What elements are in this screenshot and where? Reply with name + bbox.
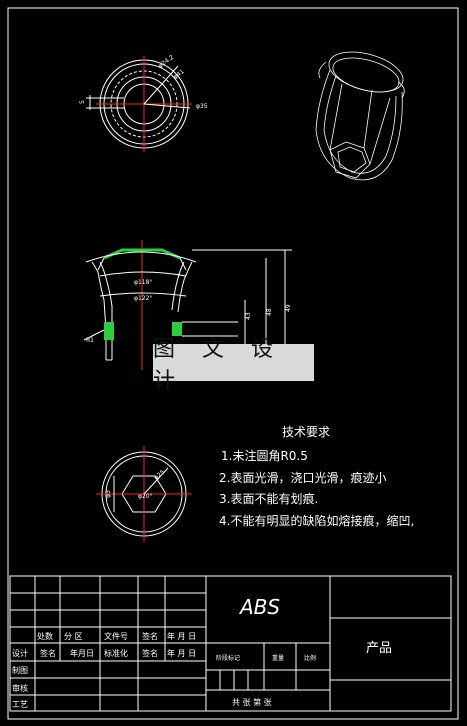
notes-heading: 技术要求: [282, 425, 330, 439]
row-label-drawing: 制图: [12, 665, 28, 675]
weight-label: 重量: [272, 654, 284, 662]
header-cell-1: 处数: [37, 631, 53, 641]
bottom-view: [96, 446, 192, 542]
notes-item-3: 3.表面不能有划痕.: [219, 491, 318, 506]
material-label: ABS: [238, 595, 280, 619]
dim-bottom-2: φ20°: [138, 493, 153, 500]
dim-top-1: φ24.2: [157, 54, 175, 70]
notes-item-1: 1.未注圆角R0.5: [221, 448, 308, 463]
dim-section-2: φ122°: [134, 295, 152, 302]
drawing-border: [7, 7, 459, 720]
dim-section-6: 49: [285, 304, 292, 312]
design-cell-6: 年 月 日: [167, 648, 196, 658]
header-cell-5: 年 月 日: [167, 631, 196, 641]
stage-label: 阶段标记: [216, 654, 240, 662]
design-cell-2: 签名: [40, 648, 56, 658]
header-cell-4: 签名: [142, 631, 158, 641]
top-view: [86, 56, 192, 152]
header-cell-2: 分 区: [64, 632, 83, 641]
design-cell-5: 签名: [142, 648, 158, 658]
dim-top-3: φ35: [196, 103, 208, 110]
sheets-label: 共 张 第 张: [232, 697, 272, 707]
scale-label: 比例: [304, 654, 316, 662]
notes-item-2: 2.表面光滑，浇口光滑，痕迹小: [219, 470, 386, 485]
dim-bottom-1: φ25: [153, 469, 167, 482]
isometric-view: [315, 51, 405, 181]
design-cell-1: 设计: [12, 648, 28, 658]
row-label-review: 审核: [12, 683, 28, 693]
section-view: [83, 240, 292, 370]
notes-item-4: 4.不能有明显的缺陷如熔接痕，缩凹,: [219, 513, 414, 528]
design-cell-3: 年月日: [70, 648, 94, 658]
row-label-process: 工艺: [12, 700, 28, 709]
title-block: [9, 575, 452, 712]
dim-section-4: 43: [245, 312, 252, 320]
dim-section-1: φ118°: [134, 279, 152, 286]
part-name: 产品: [366, 641, 392, 656]
header-cell-3: 文件号: [104, 631, 128, 641]
dim-bottom-3: φ3: [105, 490, 112, 498]
watermark-stamp: 图 文 设 计: [153, 337, 314, 394]
dim-section-5: 48: [266, 308, 273, 316]
design-cell-4: 标准化: [104, 648, 128, 658]
watermark-text: 图 文 设 计: [153, 336, 283, 394]
dim-top-4: 5: [79, 100, 86, 104]
dim-section-3: R1: [86, 337, 94, 344]
